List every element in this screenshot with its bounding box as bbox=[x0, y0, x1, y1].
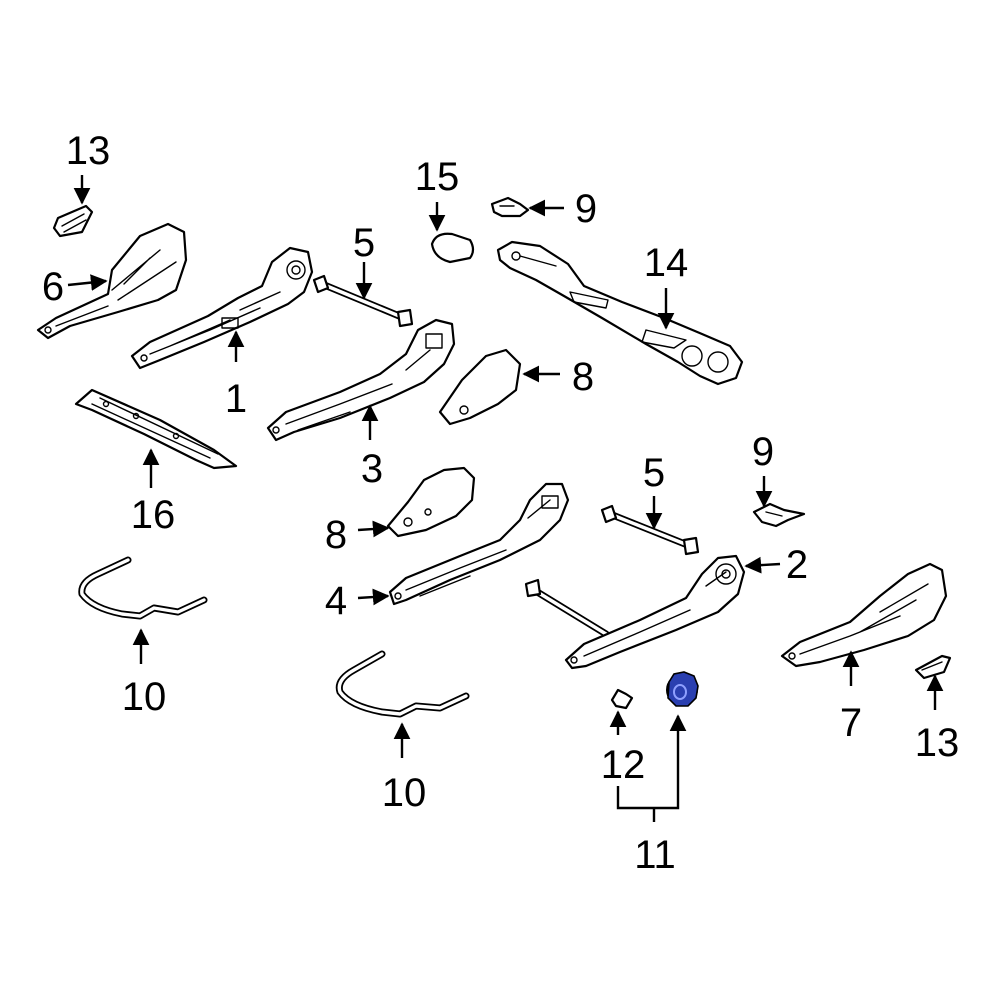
callout-16: 16 bbox=[131, 493, 176, 537]
part-12-clip bbox=[610, 688, 634, 710]
callout-13b: 13 bbox=[915, 721, 960, 765]
leader-2 bbox=[744, 556, 781, 574]
callout-13a: 13 bbox=[66, 129, 111, 173]
callout-7: 7 bbox=[840, 701, 862, 745]
callout-15: 15 bbox=[415, 155, 460, 199]
part-3-seat-adjuster bbox=[266, 318, 456, 442]
callout-4: 4 bbox=[325, 579, 347, 623]
part-13-cover-right bbox=[914, 654, 952, 680]
part-1-seat-adjuster bbox=[130, 246, 314, 370]
part-13-cover-left bbox=[52, 204, 94, 238]
leader-11-bracket bbox=[616, 714, 687, 810]
callout-11: 11 bbox=[634, 833, 676, 877]
part-14-frame-bar bbox=[496, 240, 744, 386]
part-8-cover-lower bbox=[386, 466, 476, 538]
part-15-knob bbox=[430, 232, 475, 264]
callout-6: 6 bbox=[42, 265, 64, 309]
callout-10b: 10 bbox=[382, 771, 427, 815]
part-10-wire-left bbox=[78, 556, 208, 620]
leader-8b bbox=[357, 520, 390, 538]
part-5-rod-upper bbox=[312, 274, 414, 328]
callout-5b: 5 bbox=[643, 451, 665, 495]
callout-8a: 8 bbox=[572, 355, 594, 399]
part-10-wire-center bbox=[335, 650, 470, 718]
part-11-highlighted-knob bbox=[666, 671, 699, 707]
callout-3: 3 bbox=[361, 447, 383, 491]
callout-10a: 10 bbox=[122, 675, 167, 719]
callout-8b: 8 bbox=[325, 513, 347, 557]
callout-5a: 5 bbox=[353, 221, 375, 265]
callout-12: 12 bbox=[601, 743, 646, 787]
part-9-clip-lower bbox=[752, 502, 806, 528]
part-5-rod-lower bbox=[600, 504, 700, 556]
leader-4 bbox=[357, 588, 390, 606]
callout-2: 2 bbox=[786, 543, 808, 587]
part-6-outer-shield bbox=[36, 222, 188, 340]
callout-1: 1 bbox=[225, 377, 247, 421]
callout-9a: 9 bbox=[575, 187, 597, 231]
leader-6 bbox=[67, 274, 108, 291]
part-16-cross-member bbox=[74, 388, 238, 470]
part-9-clip-upper bbox=[490, 196, 530, 218]
part-8-cover-upper bbox=[438, 348, 522, 426]
callout-14: 14 bbox=[644, 241, 689, 285]
part-2-seat-adjuster bbox=[524, 554, 746, 670]
part-7-outer-shield bbox=[780, 562, 948, 668]
callout-9b: 9 bbox=[752, 430, 774, 474]
part-4-seat-adjuster bbox=[388, 482, 570, 606]
